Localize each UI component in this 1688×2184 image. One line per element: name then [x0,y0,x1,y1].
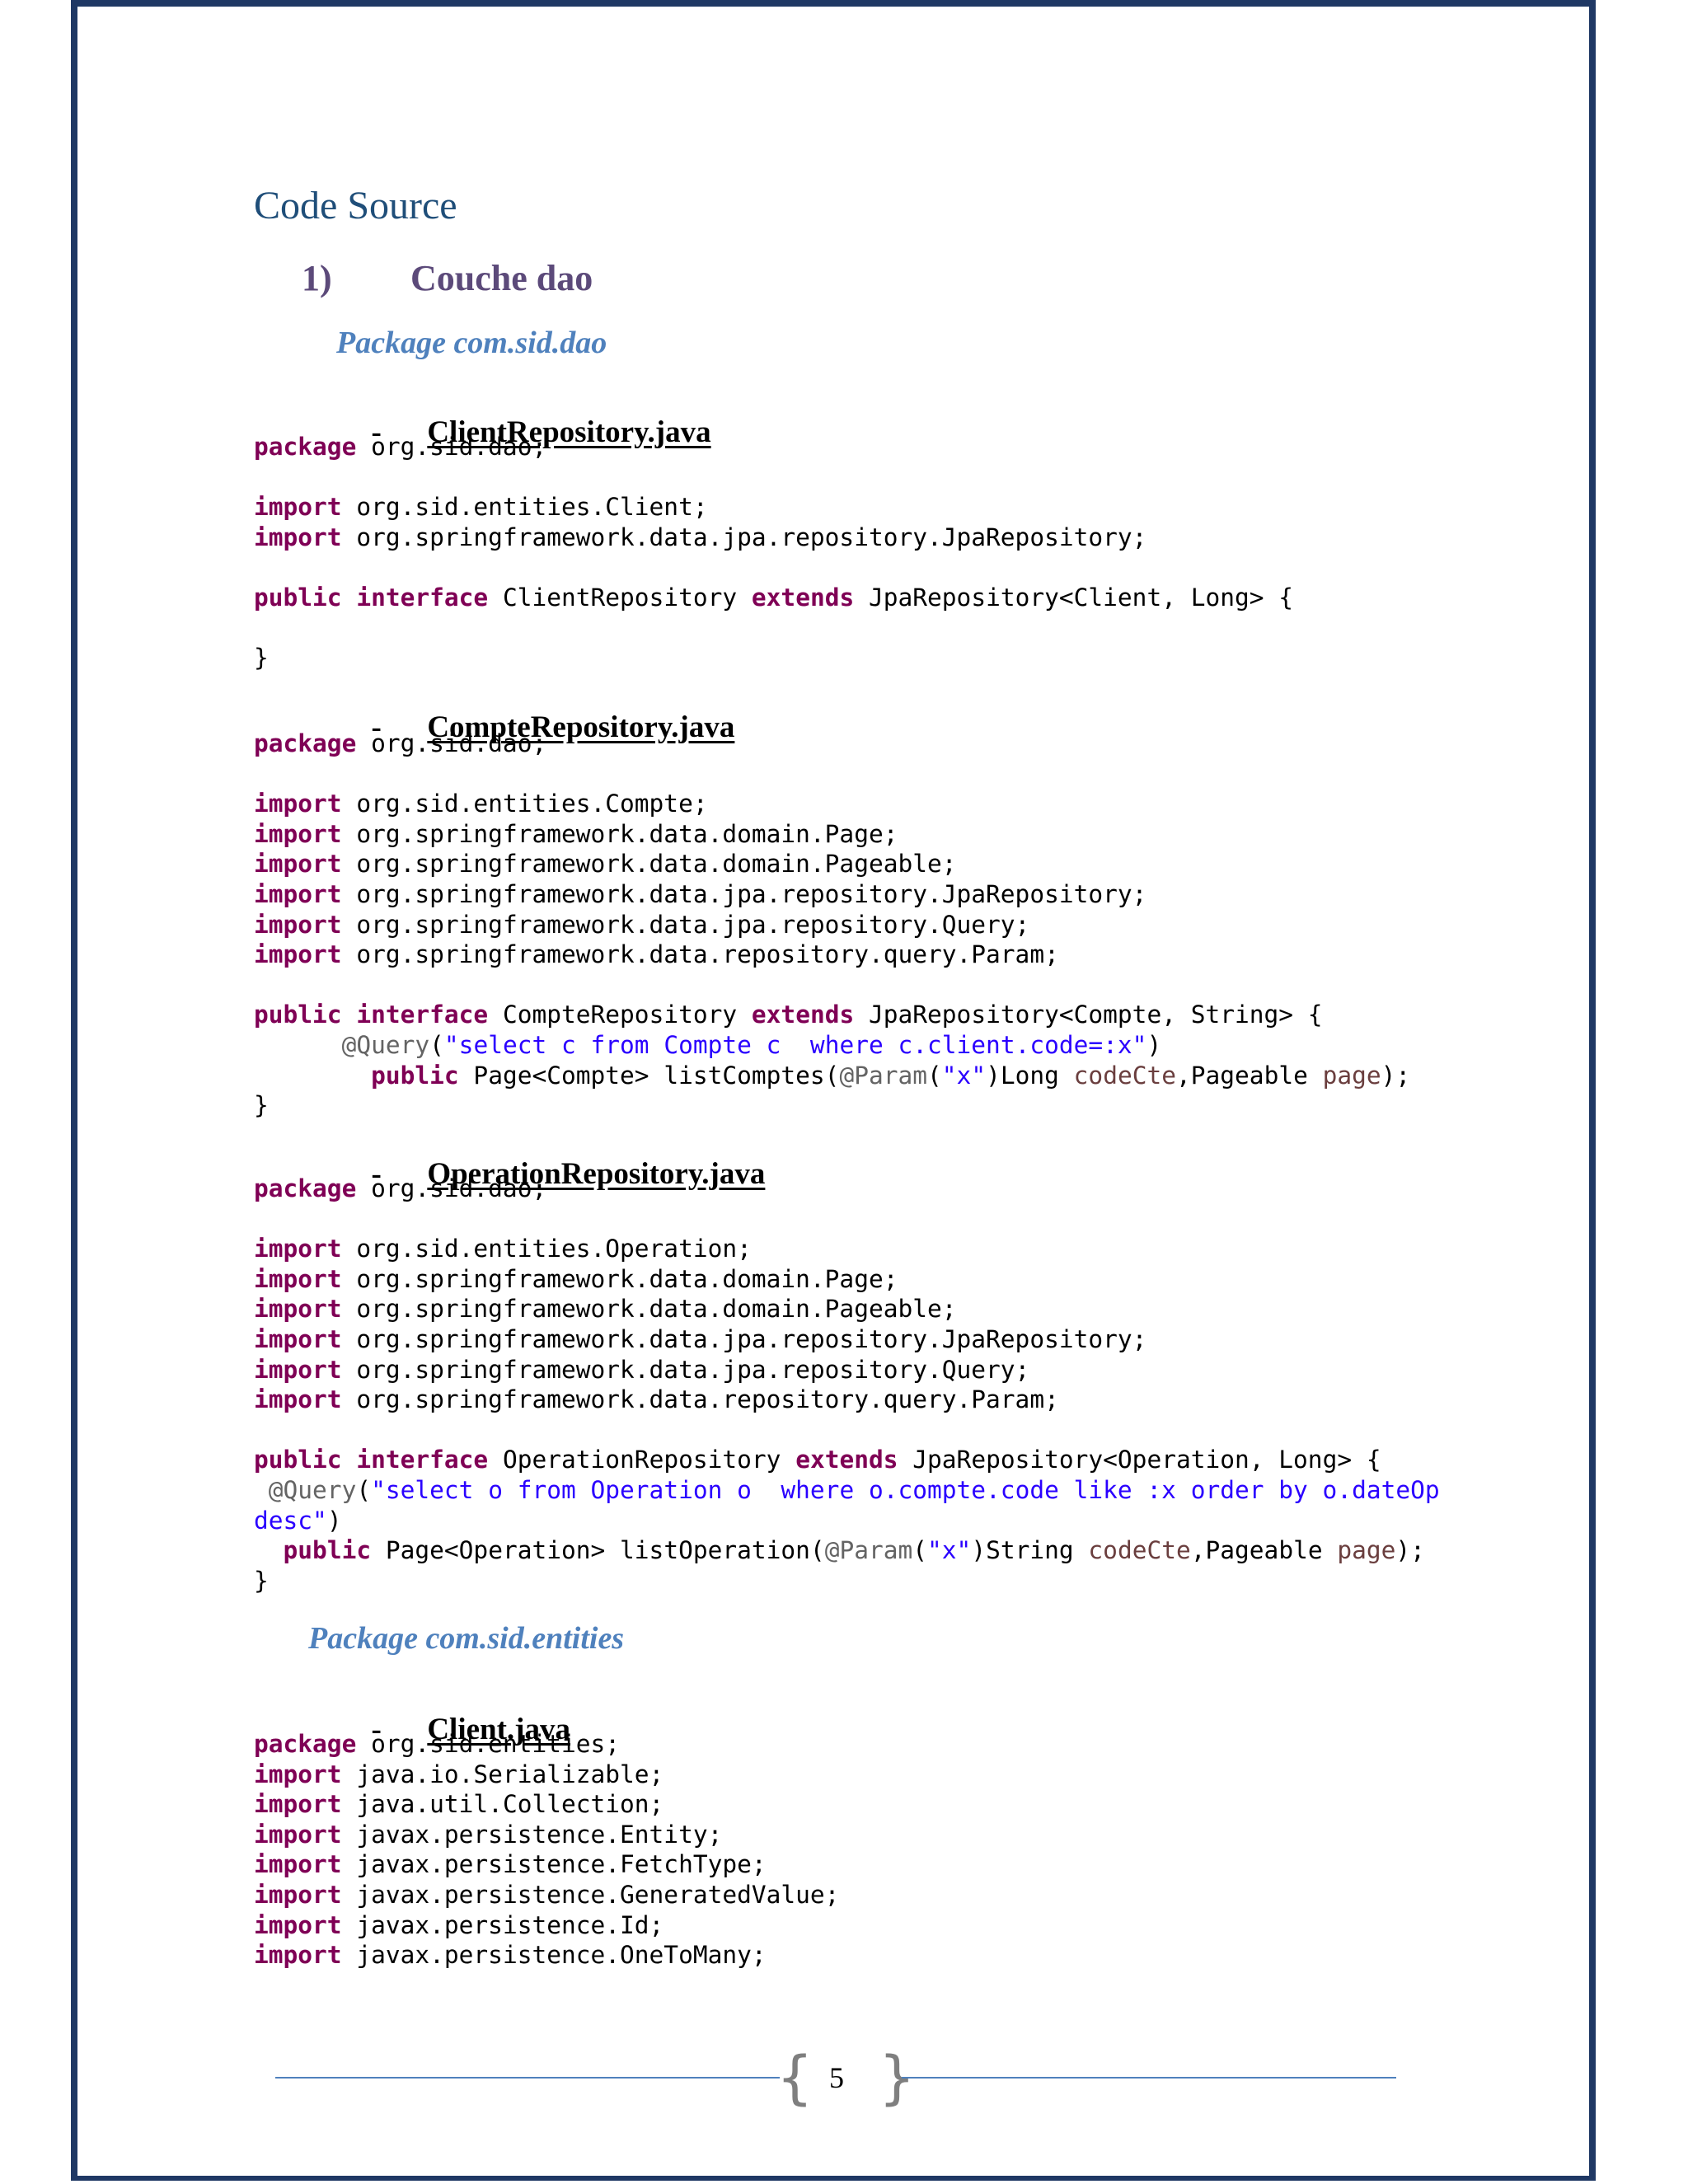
package-heading-entities: Package com.sid.entities [308,1621,625,1656]
file-heading-client: - Client.java [356,1676,571,1747]
file-name: ClientRepository.java [427,415,711,449]
footer-brace-left: { [776,2044,814,2111]
code-block-compte-repository: package org.sid.dao; import org.sid.enti… [254,729,1411,1120]
bullet: - [371,1157,382,1191]
bullet: - [371,1713,382,1746]
code-block-client: package org.sid.entities;import java.io.… [254,1730,840,1970]
page-number: 5 [829,2061,844,2094]
code-block-client-repository: package org.sid.dao; import org.sid.enti… [254,433,1294,673]
package-heading-dao: Package com.sid.dao [336,326,607,360]
page-border [71,0,1596,2181]
file-heading-client-repository: - ClientRepository.java [356,379,711,450]
footer-rule-right [902,2077,1396,2079]
subsection-title: Couche dao [410,258,593,298]
footer-rule-left [275,2077,780,2079]
file-name: Client.java [427,1713,571,1746]
file-name: OperationRepository.java [427,1157,766,1191]
file-heading-compte-repository: - CompteRepository.java [356,674,735,745]
file-name: CompteRepository.java [427,710,735,744]
section-title: Code Source [254,184,457,227]
code-block-operation-repository: package org.sid.dao; import org.sid.enti… [254,1174,1440,1595]
file-heading-operation-repository: - OperationRepository.java [356,1121,766,1192]
bullet: - [371,415,382,449]
subsection-number: 1) [302,258,332,298]
bullet: - [371,710,382,744]
